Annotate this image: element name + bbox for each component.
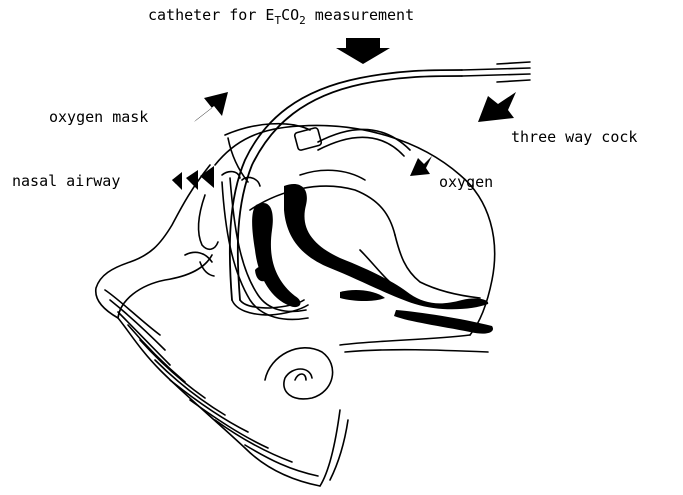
eye-lid bbox=[200, 262, 214, 276]
cervical-line bbox=[340, 335, 470, 345]
chin-jaw-line bbox=[118, 255, 212, 318]
three-way-cock-label: three way cock bbox=[511, 128, 637, 146]
three-way-cock-line2 bbox=[462, 74, 530, 76]
ear-inner bbox=[295, 374, 306, 380]
mask-connector bbox=[294, 127, 322, 151]
catheter-label-co: CO bbox=[281, 6, 299, 24]
catheter-label-prefix: catheter for E bbox=[148, 6, 274, 24]
oxygen-mask-arrow bbox=[194, 92, 228, 122]
catheter-label-sub-2: 2 bbox=[299, 14, 306, 27]
nasal-airway-arrow-2 bbox=[186, 170, 198, 190]
oxygen-mask-label: oxygen mask bbox=[49, 108, 148, 126]
forehead-line bbox=[215, 126, 300, 165]
oxygen-tube bbox=[318, 130, 410, 151]
nose-line bbox=[198, 195, 218, 249]
three-way-cock-arrow bbox=[478, 92, 516, 122]
oxygen-arrow bbox=[410, 156, 432, 176]
catheter-label-suffix: measurement bbox=[306, 6, 414, 24]
oxygen-label: oxygen bbox=[439, 173, 493, 191]
catheter-arrow bbox=[336, 38, 390, 64]
epiglottis-shape bbox=[284, 184, 488, 309]
three-way-cock-line1 bbox=[462, 68, 530, 70]
esophagus-shape bbox=[340, 290, 385, 301]
neck-line bbox=[320, 410, 340, 486]
nasal-airway-label: nasal airway bbox=[12, 172, 120, 190]
catheter-label: catheter for ETCO2 measurement bbox=[148, 6, 414, 24]
ear-outer bbox=[265, 348, 333, 399]
